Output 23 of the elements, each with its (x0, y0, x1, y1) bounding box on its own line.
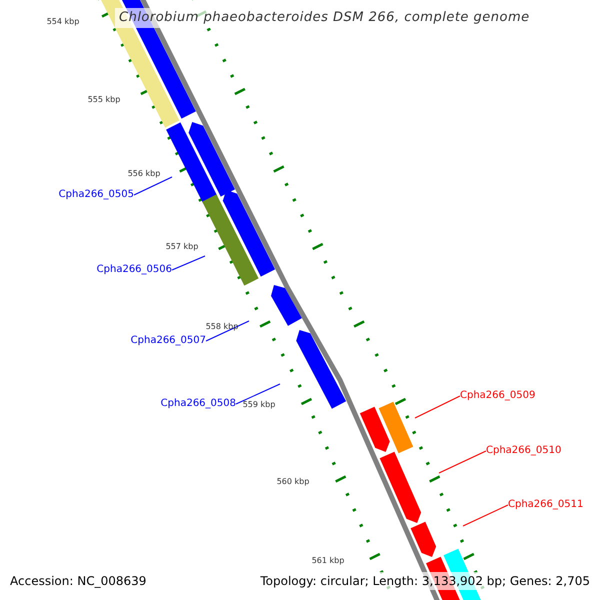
gene-label: Cpha266_0506 (96, 263, 172, 277)
gene-label: Cpha266_0507 (130, 334, 206, 348)
gene-label: Cpha266_0508 (160, 397, 236, 411)
scale-label: 558 kbp (206, 322, 238, 332)
genome-info-text: Topology: circular; Length: 3,133,902 bp; Genes: 2,705 (258, 572, 592, 590)
leader-line (438, 450, 486, 474)
scale-label: 554 kbp (46, 17, 80, 27)
gene-label: Cpha266_0511 (508, 498, 584, 512)
leader-line (172, 256, 206, 270)
scale-label: 557 kbp (166, 242, 198, 252)
scale-label: 556 kbp (128, 169, 160, 179)
scale-label: 561 kbp (312, 556, 344, 566)
scale-label: 560 kbp (276, 477, 310, 487)
leader-line (414, 396, 460, 418)
leader-line (206, 320, 250, 342)
scale-label: 555 kbp (88, 95, 120, 105)
leader-line (462, 504, 508, 526)
gene-label: Cpha266_0509 (460, 389, 536, 403)
leader-line (236, 384, 280, 404)
gene-label: Cpha266_0505 (58, 188, 134, 202)
scale-label: 559 kbp (242, 400, 276, 410)
leader-line (134, 176, 172, 196)
gene-label: Cpha266_0510 (486, 444, 562, 458)
